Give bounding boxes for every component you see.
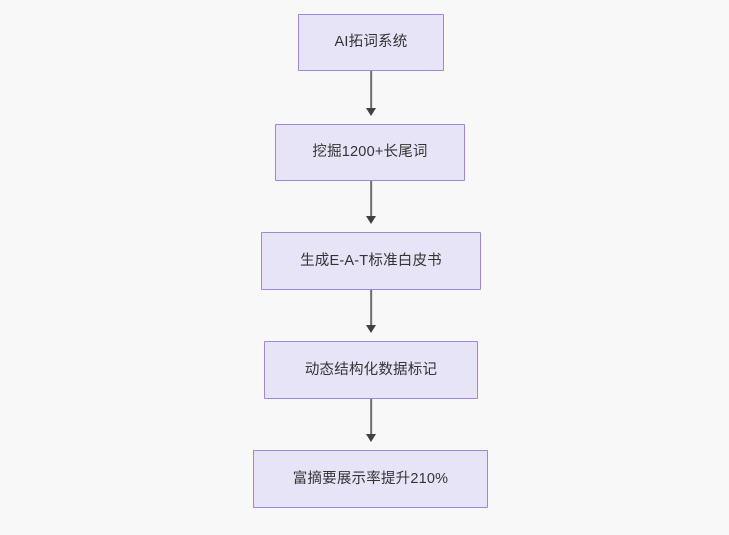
flow-node-label: 挖掘1200+长尾词 xyxy=(312,144,428,161)
flow-node-label: 富摘要展示率提升210% xyxy=(292,470,449,487)
arrowhead-icon xyxy=(366,434,376,442)
flow-node-rich-snippet-impression-uplift[interactable]: 富摘要展示率提升210% xyxy=(253,450,488,508)
flow-node-mine-longtail-keywords[interactable]: 挖掘1200+长尾词 xyxy=(275,124,465,181)
edge-line xyxy=(370,71,372,109)
flow-node-generate-eat-whitepaper[interactable]: 生成E-A-T标准白皮书 xyxy=(261,232,481,290)
edge-line xyxy=(370,399,372,435)
edge-line xyxy=(370,290,372,326)
flow-node-ai-keyword-expansion-system[interactable]: AI拓词系统 xyxy=(298,14,444,71)
arrowhead-icon xyxy=(366,108,376,116)
arrowhead-icon xyxy=(366,216,376,224)
edge-line xyxy=(370,181,372,217)
flow-node-label: 生成E-A-T标准白皮书 xyxy=(300,252,442,269)
flow-node-dynamic-structured-data-markup[interactable]: 动态结构化数据标记 xyxy=(264,341,478,399)
arrowhead-icon xyxy=(366,325,376,333)
flow-node-label: AI拓词系统 xyxy=(334,34,408,51)
flow-node-label: 动态结构化数据标记 xyxy=(304,361,438,378)
